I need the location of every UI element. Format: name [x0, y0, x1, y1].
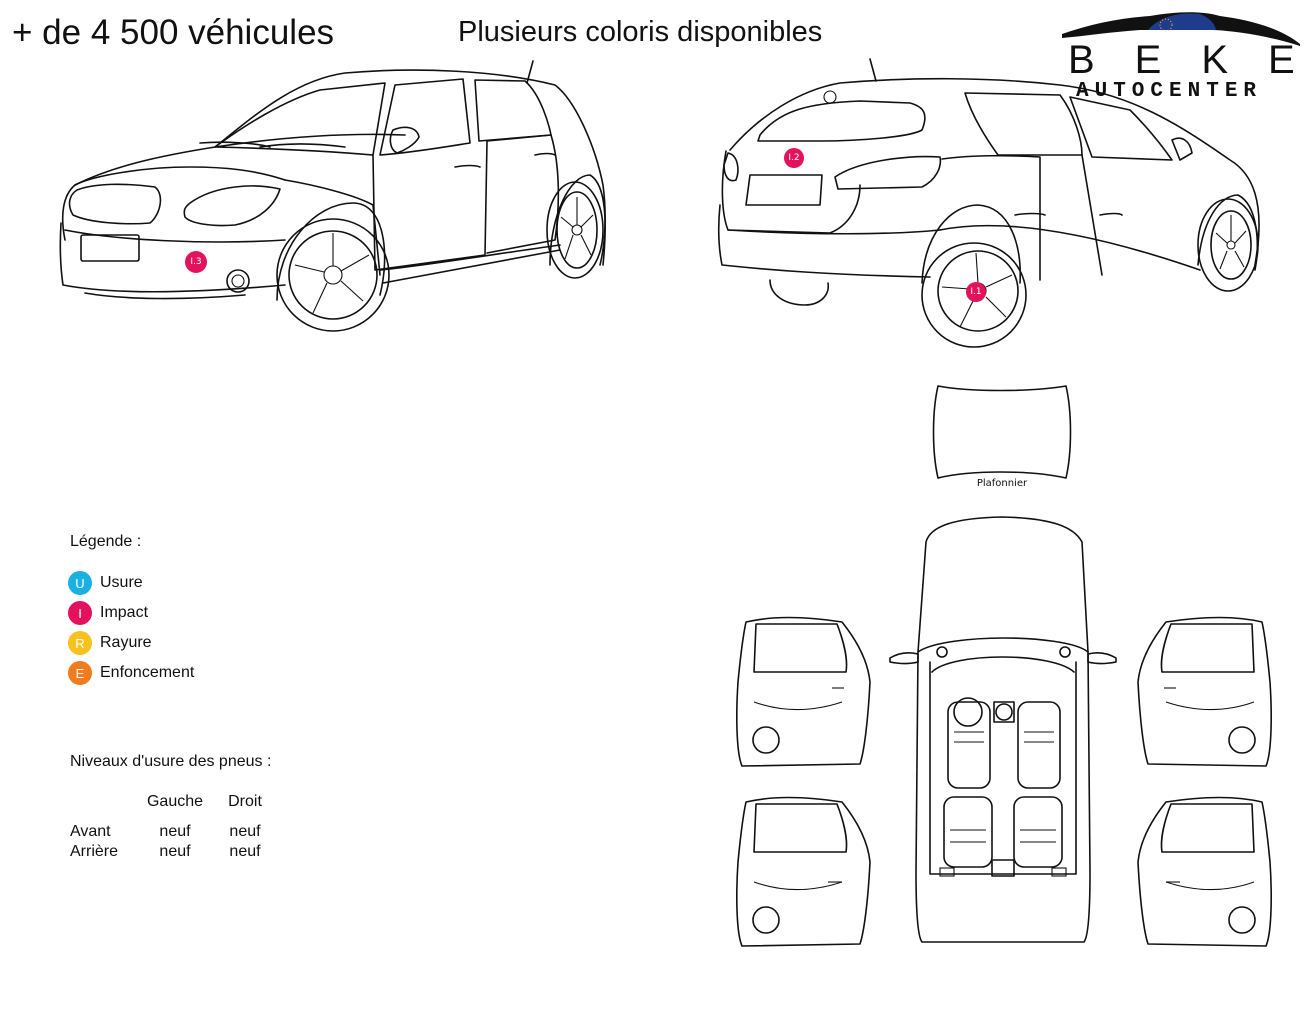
car-top-view	[736, 516, 1272, 947]
damage-marker[interactable]	[966, 282, 986, 302]
legend-item-usure: U Usure	[68, 568, 194, 598]
roof-label: Plafonnier	[976, 478, 1028, 489]
beke-logo: BEKE AUTOCENTER	[1060, 8, 1305, 103]
damage-marker-label: I.2	[788, 153, 799, 163]
logo-subtitle: AUTOCENTER	[1076, 80, 1263, 103]
legend-code-badge: I	[68, 601, 92, 625]
vehicle-count-headline: + de 4 500 véhicules	[12, 13, 335, 52]
table-header-row: Gauche Droit	[70, 792, 280, 822]
legend-code-badge: R	[68, 631, 92, 655]
column-header: Droit	[228, 793, 262, 810]
door-front-left[interactable]	[736, 616, 871, 767]
column-header: Gauche	[146, 793, 204, 810]
car-rear-view: I.2 I.1	[717, 58, 1260, 348]
legend-title: Légende :	[70, 533, 142, 550]
table-row: Arrière neuf neuf	[70, 842, 280, 862]
door-rear-right[interactable]	[1137, 796, 1272, 947]
colors-headline: Plusieurs coloris disponibles	[458, 16, 823, 48]
tire-wear-title: Niveaux d'usure des pneus :	[70, 753, 272, 770]
tire-position: Avant	[70, 823, 111, 840]
tire-position: Arrière	[70, 843, 119, 860]
logo-car-silhouette	[1062, 12, 1300, 46]
door-front-right[interactable]	[1137, 616, 1272, 767]
damage-marker[interactable]	[185, 251, 207, 273]
legend-item-impact: I Impact	[68, 598, 194, 628]
legend-label: Rayure	[100, 634, 152, 651]
damage-legend: Légende : U Usure I Impact R Rayure E En…	[68, 532, 195, 688]
legend-label: Usure	[100, 574, 143, 591]
legend-item-enfoncement: E Enfoncement	[68, 658, 195, 688]
roof-diagram	[932, 385, 1072, 479]
tire-right-value: neuf	[229, 843, 261, 860]
tire-left-value: neuf	[159, 823, 191, 840]
table-row: Avant neuf neuf	[70, 822, 280, 842]
tire-left-value: neuf	[159, 843, 191, 860]
legend-label: Enfoncement	[100, 664, 195, 681]
damage-marker[interactable]	[784, 148, 804, 168]
legend-item-rayure: R Rayure	[68, 628, 194, 658]
legend-code-badge: E	[68, 661, 92, 685]
legend-label: Impact	[100, 604, 149, 621]
damage-marker-label: I.3	[190, 257, 201, 267]
column-header	[70, 792, 140, 822]
legend-code-badge: U	[68, 571, 92, 595]
tire-wear-section: Niveaux d'usure des pneus : Gauche Droit…	[70, 752, 280, 862]
tire-right-value: neuf	[229, 823, 261, 840]
door-rear-left[interactable]	[736, 796, 871, 947]
eu-stars-icon	[1159, 18, 1173, 32]
logo-brand: BEKE	[1068, 38, 1312, 82]
damage-marker-label: I.1	[970, 287, 981, 297]
car-front-view: I.3	[59, 60, 606, 332]
tire-wear-table: Gauche Droit Avant neuf neuf Arrière neu…	[70, 792, 280, 862]
